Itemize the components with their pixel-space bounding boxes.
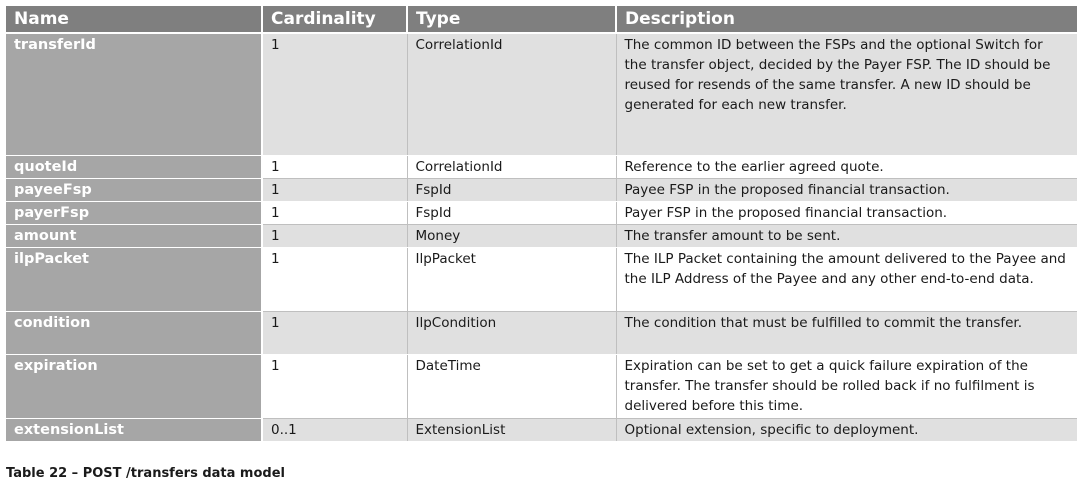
- header-description: Description: [616, 6, 1077, 34]
- table-row: expiration 1 DateTime Expiration can be …: [6, 353, 1077, 419]
- table-header: Name Cardinality Type Description: [6, 6, 1077, 34]
- field-name: payerFsp: [6, 201, 263, 225]
- field-description: The ILP Packet containing the amount del…: [616, 246, 1077, 312]
- field-cardinality: 1: [262, 311, 408, 355]
- header-type: Type: [407, 6, 617, 34]
- table-row: amount 1 Money The transfer amount to be…: [6, 224, 1077, 248]
- field-name: ilpPacket: [6, 247, 263, 312]
- field-description: The transfer amount to be sent.: [616, 224, 1077, 248]
- field-cardinality: 1: [262, 33, 408, 156]
- table-row: payerFsp 1 FspId Payer FSP in the propos…: [6, 200, 1077, 225]
- field-description: Optional extension, specific to deployme…: [616, 418, 1077, 442]
- field-type: FspId: [407, 200, 617, 225]
- field-name: quoteId: [6, 155, 263, 179]
- table-row: transferId 1 CorrelationId The common ID…: [6, 33, 1077, 156]
- field-type: Money: [407, 224, 617, 248]
- field-cardinality: 1: [262, 154, 408, 179]
- header-cardinality: Cardinality: [262, 6, 408, 34]
- header-row: Name Cardinality Type Description: [6, 6, 1077, 34]
- field-cardinality: 1: [262, 246, 408, 312]
- field-description: Reference to the earlier agreed quote.: [616, 154, 1077, 179]
- field-type: FspId: [407, 178, 617, 202]
- field-cardinality: 1: [262, 224, 408, 248]
- field-type: ExtensionList: [407, 418, 617, 442]
- field-type: IlpPacket: [407, 246, 617, 312]
- field-description: The common ID between the FSPs and the o…: [616, 33, 1077, 156]
- table-caption: Table 22 – POST /transfers data model: [6, 466, 285, 481]
- table-row: condition 1 IlpCondition The condition t…: [6, 311, 1077, 355]
- field-cardinality: 0..1: [262, 418, 408, 442]
- field-description: The condition that must be fulfilled to …: [616, 311, 1077, 355]
- field-description: Payer FSP in the proposed financial tran…: [616, 200, 1077, 225]
- field-type: CorrelationId: [407, 33, 617, 156]
- field-description: Payee FSP in the proposed financial tran…: [616, 178, 1077, 202]
- data-model-table: Name Cardinality Type Description transf…: [6, 6, 1077, 442]
- table-row: ilpPacket 1 IlpPacket The ILP Packet con…: [6, 246, 1077, 312]
- field-cardinality: 1: [262, 178, 408, 202]
- field-name: extensionList: [6, 418, 263, 442]
- table-row: quoteId 1 CorrelationId Reference to the…: [6, 154, 1077, 179]
- field-name: condition: [6, 311, 263, 355]
- field-name: payeeFsp: [6, 178, 263, 202]
- field-name: amount: [6, 224, 263, 248]
- table-row: payeeFsp 1 FspId Payee FSP in the propos…: [6, 178, 1077, 202]
- field-type: DateTime: [407, 353, 617, 419]
- field-cardinality: 1: [262, 353, 408, 419]
- field-type: CorrelationId: [407, 154, 617, 179]
- field-type: IlpCondition: [407, 311, 617, 355]
- field-cardinality: 1: [262, 200, 408, 225]
- field-description: Expiration can be set to get a quick fai…: [616, 353, 1077, 419]
- field-name: transferId: [6, 33, 263, 156]
- table-row: extensionList 0..1 ExtensionList Optiona…: [6, 418, 1077, 442]
- field-name: expiration: [6, 354, 263, 419]
- header-name: Name: [6, 6, 263, 34]
- table-body: transferId 1 CorrelationId The common ID…: [6, 33, 1077, 442]
